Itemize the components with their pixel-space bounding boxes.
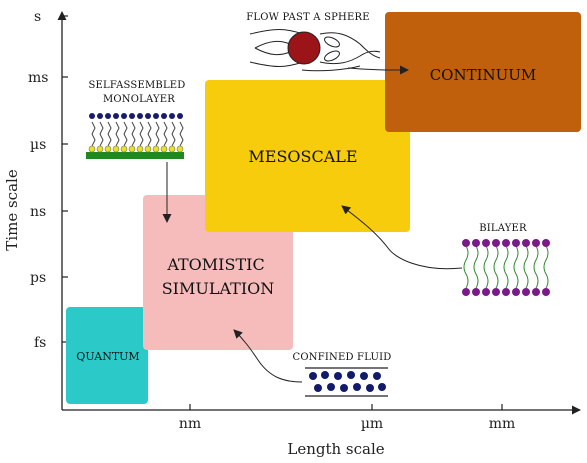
flow-past-sphere-illustration [249, 29, 381, 72]
bilayer-illustration [462, 239, 550, 296]
y-tick-label-ns: ns [30, 204, 46, 220]
confined-fluid-caption: CONFINED FLUID [293, 352, 392, 363]
y-axis-title: Time scale [3, 169, 21, 251]
arrow-bilayer-to-mesoscale [341, 205, 463, 270]
x-tick-label-mm: mm [489, 416, 516, 432]
arrow-flow-to-continuum [347, 65, 409, 75]
confined-fluid-particles [309, 371, 386, 392]
y-tick-label-us: µs [30, 137, 46, 153]
x-ticks [189, 404, 503, 410]
sam-illustration [86, 113, 184, 159]
mesoscale-label: MESOSCALE [248, 147, 357, 166]
atomistic-label-line2: SIMULATION [162, 279, 275, 298]
mesoscale-region [205, 80, 410, 232]
sam-caption-line1: SELFASSEMBLED [88, 80, 185, 91]
x-tick-label-nm: nm [179, 416, 201, 432]
y-tick-label-ms: ms [28, 70, 48, 86]
quantum-region [66, 307, 148, 404]
sphere-icon [287, 31, 321, 65]
continuum-region [385, 12, 581, 132]
atomistic-label-line1: ATOMISTIC [166, 255, 264, 274]
confined-fluid-illustration [305, 367, 388, 397]
quantum-label: QUANTUM [76, 350, 139, 363]
bilayer-top-heads [462, 239, 550, 247]
bilayer-bottom-heads [462, 288, 550, 296]
y-tick-label-fs: fs [34, 335, 46, 351]
y-tick-label-s: s [34, 9, 41, 25]
arrow-confined-to-atomistic [233, 329, 303, 383]
x-axis-title: Length scale [287, 440, 384, 458]
sam-caption-line2: MONOLAYER [103, 94, 175, 105]
sam-chains [91, 121, 184, 147]
flow-past-sphere-caption: FLOW PAST A SPHERE [246, 12, 369, 23]
x-tick-label-um: µm [361, 416, 383, 432]
y-tick-label-ps: ps [30, 270, 46, 286]
atomistic-region [143, 195, 293, 350]
sam-substrate [86, 152, 184, 159]
bilayer-caption: BILAYER [479, 223, 527, 234]
sam-head-beads [89, 113, 183, 119]
sam-anchor-beads [88, 145, 184, 153]
bilayer-tails [463, 245, 549, 289]
continuum-label: CONTINUUM [430, 66, 537, 84]
y-ticks [62, 15, 68, 343]
